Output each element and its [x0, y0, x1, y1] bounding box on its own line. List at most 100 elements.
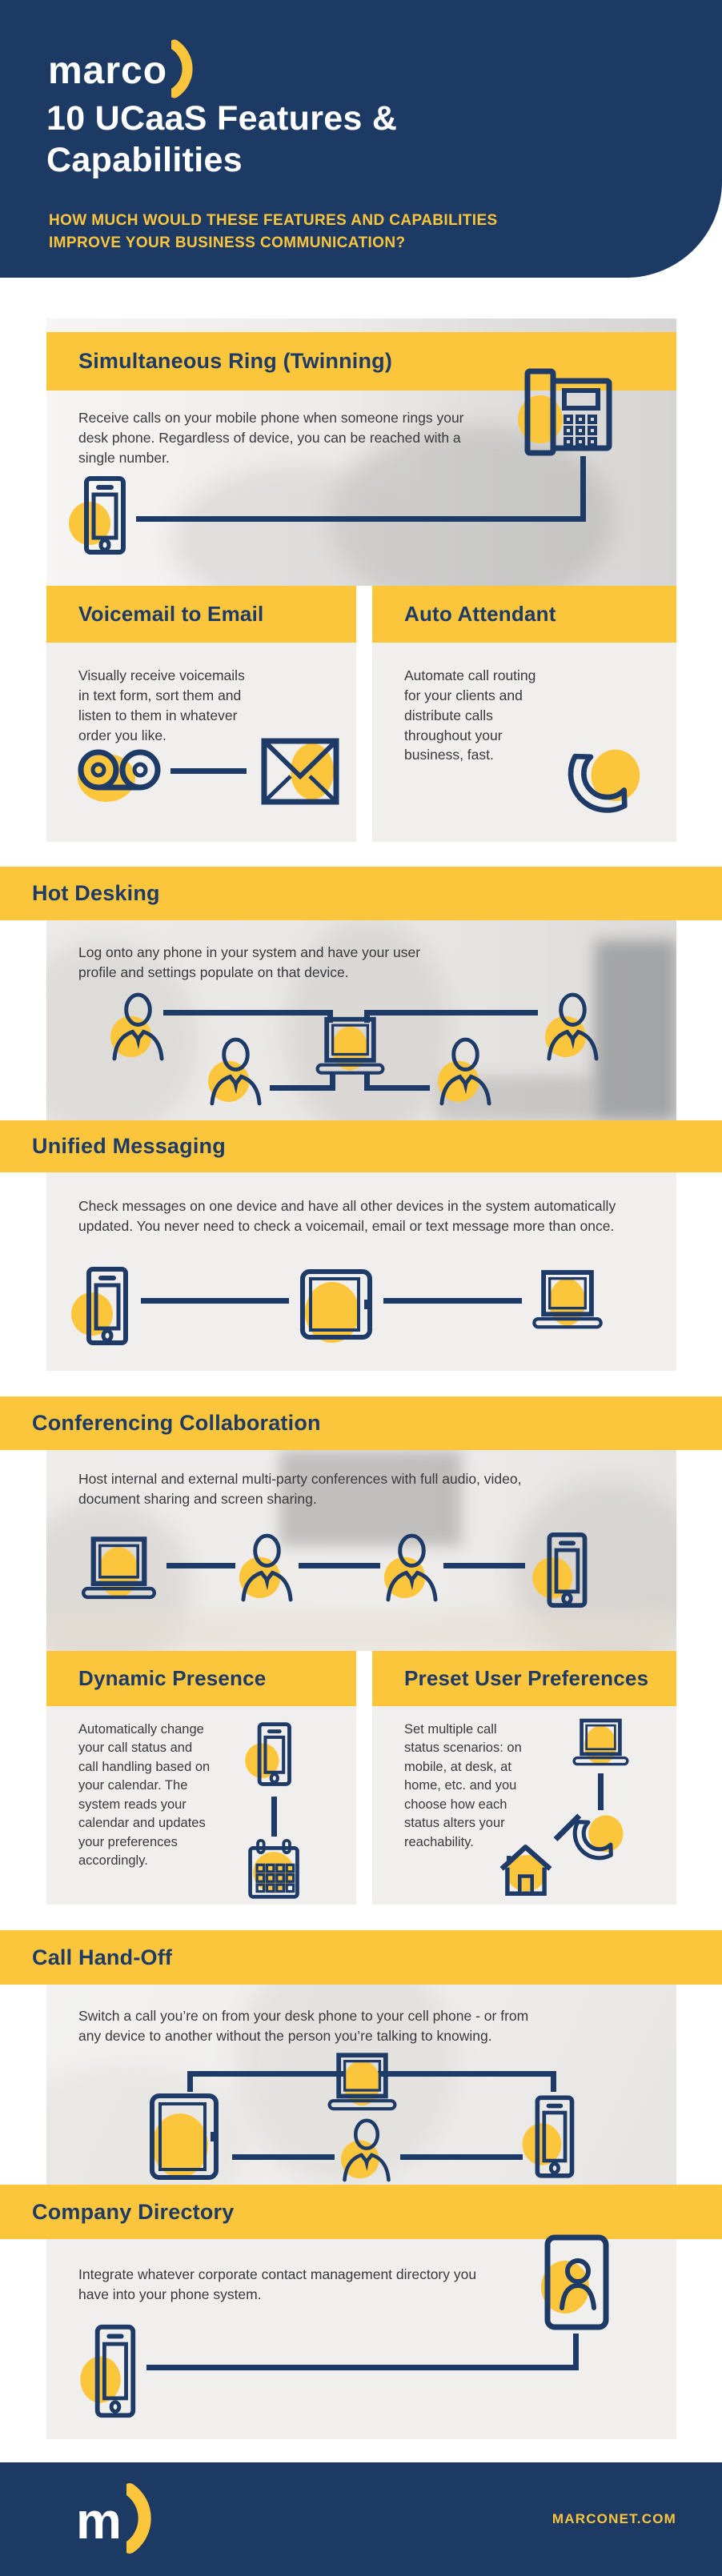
person-icon	[207, 1037, 264, 1106]
person-icon	[437, 1037, 494, 1106]
section-title-bar: Auto Attendant	[372, 586, 676, 643]
website-link[interactable]: MARCONET.COM	[552, 2511, 676, 2526]
connector-line	[364, 1010, 370, 1023]
section-title: Preset User Preferences	[404, 1666, 649, 1690]
connector-line	[383, 1298, 522, 1304]
person-icon	[110, 992, 166, 1061]
section-voicemail-to-email: Voicemail to Email Visually receive voic…	[46, 586, 356, 842]
smartphone-icon	[245, 1719, 295, 1789]
section-title-bar: Conferencing Collaboration	[0, 1396, 722, 1450]
connector-line	[166, 1563, 235, 1568]
section-voicemail-auto-row: Voicemail to Email Visually receive voic…	[46, 586, 676, 842]
laptop-icon	[74, 1535, 163, 1603]
connector-line	[573, 2334, 579, 2370]
connector-line	[551, 2071, 556, 2092]
connector-line	[271, 1797, 277, 1837]
connector-line	[187, 2071, 193, 2092]
section-dynamic-presence: Dynamic Presence Automatically change yo…	[46, 1651, 356, 1905]
house-icon	[499, 1839, 553, 1897]
desk-phone-icon	[518, 367, 614, 456]
laptop-icon	[312, 1015, 388, 1079]
section-title-bar: Call Hand-Off	[0, 1930, 722, 1985]
section-body-text: Host internal and external multi-party c…	[78, 1471, 522, 1507]
section-title-bar: Preset User Preferences	[372, 1651, 676, 1706]
section-call-hand-off: Switch a call you’re on from your desk p…	[46, 1985, 676, 2185]
photo-background	[279, 1450, 463, 1547]
smartphone-icon	[80, 2323, 139, 2419]
connector-line	[141, 1298, 289, 1304]
smartphone-icon	[532, 1532, 592, 1608]
section-unified-messaging: Check messages on one device and have al…	[46, 1172, 676, 1371]
section-presence-preferences-row: Dynamic Presence Automatically change yo…	[46, 1651, 676, 1905]
photo-background	[172, 465, 425, 586]
laptop-icon	[324, 2049, 400, 2117]
connector-line	[170, 768, 247, 774]
section-title: Dynamic Presence	[78, 1666, 267, 1690]
laptop-icon	[525, 1268, 610, 1332]
footer: m MARCONET.COM	[0, 2462, 722, 2576]
section-title: Voicemail to Email	[78, 602, 264, 626]
section-preset-user-preferences: Preset User Preferences Set multiple cal…	[372, 1651, 676, 1905]
section-conferencing-collaboration: Host internal and external multi-party c…	[46, 1450, 676, 1651]
marco-footer-logo: m	[76, 2482, 155, 2559]
section-title: Simultaneous Ring (Twinning)	[78, 349, 393, 373]
connector-line	[327, 1010, 333, 1023]
calendar-icon	[247, 1839, 301, 1900]
tablet-icon	[148, 2093, 220, 2181]
connector-line	[136, 516, 586, 522]
marco-logo-arc-icon	[169, 38, 195, 103]
marco-footer-logo-arc-icon	[122, 2482, 155, 2559]
connector-line	[364, 1072, 370, 1085]
page-title: 10 UCaaS Features & Capabilities	[46, 99, 398, 180]
phone-handset-icon	[568, 731, 644, 819]
tablet-icon	[299, 1268, 374, 1343]
header: marco 10 UCaaS Features & Capabilities H…	[0, 0, 722, 278]
section-body-text: Automate call routing for your clients a…	[404, 667, 536, 763]
section-title: Conferencing Collaboration	[32, 1411, 321, 1435]
connector-line	[400, 2154, 523, 2160]
connector-line	[146, 2365, 579, 2370]
connector-line	[163, 1010, 333, 1016]
section-title-bar: Voicemail to Email	[46, 586, 356, 643]
connector-line	[330, 1072, 335, 1085]
marco-logo-text: marco	[48, 49, 168, 92]
person-icon	[340, 2116, 393, 2183]
phone-handset-icon	[572, 1806, 625, 1862]
section-title-bar: Dynamic Presence	[46, 1651, 356, 1706]
connector-line	[364, 1085, 430, 1091]
connector-line	[443, 1563, 525, 1568]
connector-line	[270, 1085, 335, 1091]
person-icon	[239, 1533, 295, 1602]
connector-line	[598, 1773, 604, 1810]
section-title: Call Hand-Off	[32, 1945, 173, 1969]
section-body-text: Switch a call you’re on from your desk p…	[78, 2008, 529, 2044]
section-body-text: Visually receive voicemails in text form…	[78, 667, 245, 743]
section-body-text: Integrate whatever corporate contact man…	[78, 2266, 477, 2302]
marco-footer-logo-text: m	[76, 2491, 122, 2550]
photo-background	[330, 425, 614, 586]
section-title-bar: Company Directory	[0, 2185, 722, 2239]
connector-line	[232, 2154, 335, 2160]
page-subtitle: HOW MUCH WOULD THESE FEATURES AND CAPABI…	[49, 212, 498, 251]
section-body-text: Log onto any phone in your system and ha…	[78, 944, 421, 980]
envelope-icon	[261, 735, 339, 808]
section-title: Company Directory	[32, 2199, 235, 2224]
laptop-icon	[567, 1717, 635, 1769]
section-body-text: Check messages on one device and have al…	[78, 1198, 616, 1234]
person-icon	[544, 992, 601, 1061]
voicemail-icon	[74, 739, 164, 802]
section-title: Auto Attendant	[404, 602, 556, 626]
section-title-bar: Hot Desking	[0, 867, 722, 920]
section-title: Hot Desking	[32, 881, 160, 905]
section-body-text: Receive calls on your mobile phone when …	[78, 410, 464, 466]
marco-logo: marco	[48, 38, 195, 103]
connector-line	[299, 1563, 380, 1568]
section-company-directory: Integrate whatever corporate contact man…	[46, 2234, 676, 2439]
section-hot-desking: Log onto any phone in your system and ha…	[46, 920, 676, 1120]
connector-line	[580, 456, 586, 522]
card-body	[46, 1706, 356, 1905]
contact-book-icon	[541, 2234, 611, 2330]
smartphone-icon	[69, 475, 130, 555]
connector-line	[364, 1010, 538, 1016]
